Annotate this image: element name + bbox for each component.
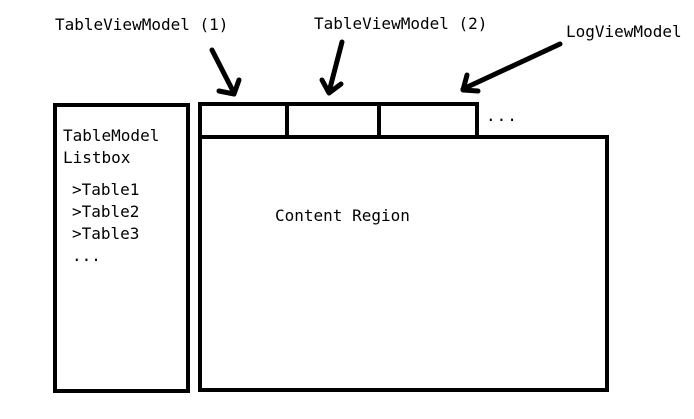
tab-tableviewmodel-1[interactable] (198, 102, 289, 139)
list-item-table3[interactable]: >Table3 (72, 224, 140, 243)
tab-logviewmodel[interactable] (377, 102, 479, 139)
arrow-logviewmodel (460, 41, 563, 94)
list-item-table1[interactable]: >Table1 (72, 180, 140, 199)
arrow-tableviewmodel-1 (209, 47, 242, 97)
content-region-label: Content Region (275, 206, 410, 225)
annotation-logviewmodel: LogViewModel (566, 22, 682, 41)
arrow-tableviewmodel-2 (319, 39, 345, 96)
annotation-tableviewmodel-2: TableViewModel (2) (314, 14, 488, 33)
listbox-title-line1: TableModel (63, 126, 160, 145)
list-item-table2[interactable]: >Table2 (72, 202, 140, 221)
listbox-title-line2: Listbox (63, 148, 131, 167)
list-item-more: ... (72, 246, 101, 265)
content-region (198, 135, 609, 392)
tab-tableviewmodel-2[interactable] (285, 102, 381, 139)
tablemodel-listbox[interactable] (53, 103, 190, 393)
tabs-more-indicator: ... (486, 106, 518, 125)
annotation-tableviewmodel-1: TableViewModel (1) (55, 15, 229, 34)
